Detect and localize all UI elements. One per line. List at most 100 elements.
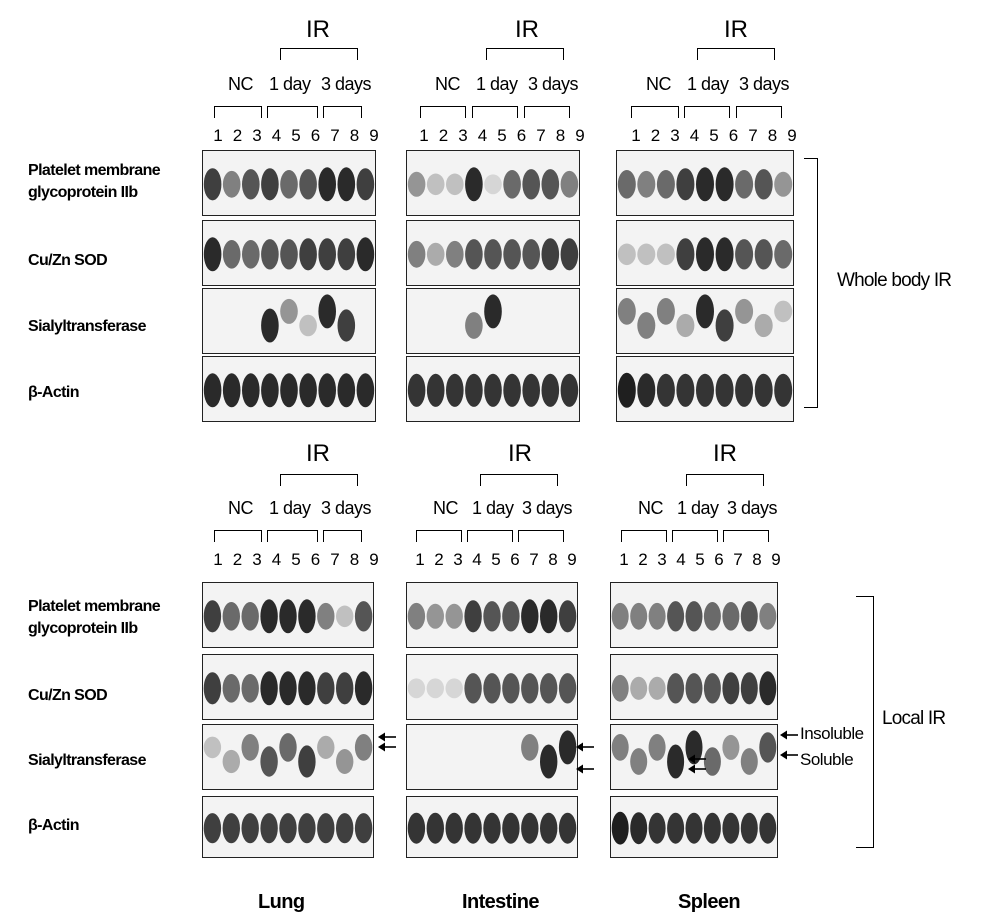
blot-local-intestine-platelet [406, 582, 578, 648]
blot-band [484, 373, 502, 407]
blot-band [222, 373, 241, 408]
lane-number: 4 [477, 126, 488, 145]
blot-local-intestine-sialyl [406, 724, 578, 790]
lane-number: 2 [232, 126, 243, 145]
row-label-cuzn-sod: Cu/Zn SOD [28, 687, 108, 704]
blot-band [774, 240, 793, 269]
blot-band [317, 813, 335, 844]
blot-bands [407, 812, 577, 844]
blot-bands [261, 294, 356, 343]
blot-bands [465, 294, 502, 339]
ir-label: IR [508, 440, 532, 467]
blot-band [715, 373, 734, 407]
blot-band [722, 734, 740, 760]
blot-band [703, 673, 721, 704]
blot-band [521, 734, 539, 761]
lane-number: 4 [676, 550, 686, 569]
blot-band [260, 746, 278, 777]
blot-band [279, 733, 297, 762]
blot-band [754, 373, 773, 407]
group-bracket [467, 530, 513, 542]
lane-number: 7 [748, 126, 758, 145]
blot-local-spleen-cuzn [610, 654, 778, 720]
lane-number: 3 [458, 126, 468, 145]
blot-bands [203, 599, 373, 634]
blot-band [667, 812, 685, 844]
row-label-beta-actin: β-Actin [28, 817, 80, 834]
blot-band [648, 812, 666, 844]
row-label-platelet: Platelet membrane glycoprotein IIb [28, 162, 161, 201]
lane-number: 2 [434, 550, 444, 569]
blot-band [740, 601, 758, 632]
blot-band [279, 813, 297, 844]
group-bracket [472, 106, 518, 118]
group-bracket [524, 106, 570, 118]
lane-number: 7 [529, 550, 539, 569]
blot-bands [617, 237, 793, 272]
blot-local-lung-sialyl [202, 724, 374, 790]
group-bracket [267, 106, 318, 118]
blot-band [617, 170, 636, 199]
blot-band [667, 744, 685, 779]
blot-band [464, 812, 482, 844]
blot-band [611, 734, 629, 761]
blot-bands [203, 733, 373, 778]
blot-band [502, 601, 520, 632]
blot-band [407, 240, 426, 268]
blot-band [354, 601, 373, 632]
lane-number: 3 [252, 126, 262, 145]
group-bracket [621, 530, 667, 542]
local-bracket [856, 596, 874, 848]
blot-band [483, 601, 501, 632]
lane-number: 3 [453, 550, 463, 569]
blot-bands [407, 238, 579, 271]
lane-number: 3 [670, 126, 680, 145]
blot-whole-lung-platelet [202, 150, 376, 216]
blot-band [337, 309, 356, 342]
blot-band [617, 372, 636, 408]
group-nc-label: NC [638, 498, 664, 518]
arrow-left-icon [576, 764, 594, 774]
ir-bracket [280, 474, 358, 486]
row-label-cuzn-sod: Cu/Zn SOD [28, 252, 108, 269]
blot-local-intestine-actin [406, 796, 578, 858]
blot-band [261, 308, 279, 343]
blot-bands [203, 373, 375, 408]
group-nc-label: NC [228, 74, 254, 94]
lane-number: 6 [310, 126, 321, 145]
blot-band [465, 373, 483, 407]
blot-band [502, 673, 520, 704]
blot-band [260, 599, 278, 634]
group-bracket [631, 106, 679, 118]
blot-band [407, 373, 426, 407]
blot-band [337, 167, 356, 202]
lane-number: 9 [771, 550, 781, 569]
blot-band [560, 238, 579, 271]
lane-number: 1 [213, 550, 223, 569]
blot-band [541, 373, 560, 407]
lane-number: 5 [491, 550, 501, 569]
blot-band [502, 812, 520, 844]
blot-band [685, 673, 703, 704]
row-label-beta-actin: β-Actin [28, 384, 80, 401]
blot-band [354, 734, 373, 761]
lane-number: 7 [536, 126, 546, 145]
blot-band [648, 734, 666, 761]
lane-number: 6 [516, 126, 527, 145]
blot-band [336, 813, 354, 844]
lane-number: 6 [728, 126, 739, 145]
blot-band [407, 171, 426, 197]
blot-band [483, 673, 501, 704]
local-ir-label: Local IR [882, 708, 946, 729]
group-nc-label: NC [433, 498, 459, 518]
group-3days-label: 3 days [739, 74, 790, 94]
blot-band [446, 173, 464, 196]
blot-band [759, 732, 777, 763]
blot-band [735, 298, 754, 324]
blot-bands [203, 167, 375, 202]
blot-band [356, 237, 375, 272]
group-1day-label: 1 day [476, 74, 518, 94]
blot-local-spleen-platelet [610, 582, 778, 648]
blot-band [630, 602, 648, 630]
blot-whole-lung-actin [202, 356, 376, 422]
